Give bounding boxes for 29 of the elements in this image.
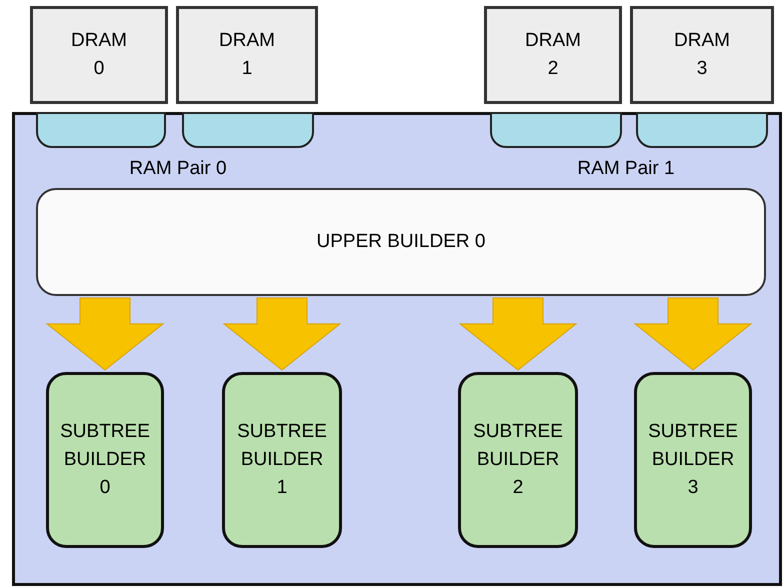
subtree-builder-box bbox=[46, 372, 164, 548]
node-label: SUBTREE BUILDER 1 bbox=[236, 420, 328, 500]
block-arrow bbox=[46, 298, 164, 371]
memory-port bbox=[36, 112, 166, 148]
node-label: DRAM 1 bbox=[218, 29, 276, 81]
block-arrow bbox=[222, 298, 342, 371]
node-label: UPPER BUILDER 0 bbox=[316, 231, 486, 253]
node-label: SUBTREE BUILDER 0 bbox=[59, 420, 151, 500]
dram-box bbox=[630, 6, 774, 104]
subtree-builder-box bbox=[458, 372, 578, 548]
pair-label: RAM Pair 0 bbox=[129, 158, 227, 180]
memory-port bbox=[490, 112, 622, 148]
memory-port bbox=[182, 112, 314, 148]
block-arrow bbox=[634, 298, 752, 371]
node-label: DRAM 2 bbox=[524, 29, 582, 81]
node-label: DRAM 0 bbox=[70, 29, 128, 81]
pair-label: RAM Pair 1 bbox=[577, 158, 675, 180]
block-arrow bbox=[458, 298, 578, 371]
subtree-builder-box bbox=[222, 372, 342, 548]
dram-box bbox=[30, 6, 168, 104]
builder-box bbox=[36, 188, 766, 296]
node-label: SUBTREE BUILDER 3 bbox=[647, 420, 739, 500]
node-label: SUBTREE BUILDER 2 bbox=[472, 420, 564, 500]
dram-box bbox=[484, 6, 622, 104]
memory-port bbox=[636, 112, 768, 148]
dram-box bbox=[176, 6, 318, 104]
node-label: DRAM 3 bbox=[673, 29, 731, 81]
subtree-builder-box bbox=[634, 372, 752, 548]
chip-panel bbox=[12, 112, 782, 586]
